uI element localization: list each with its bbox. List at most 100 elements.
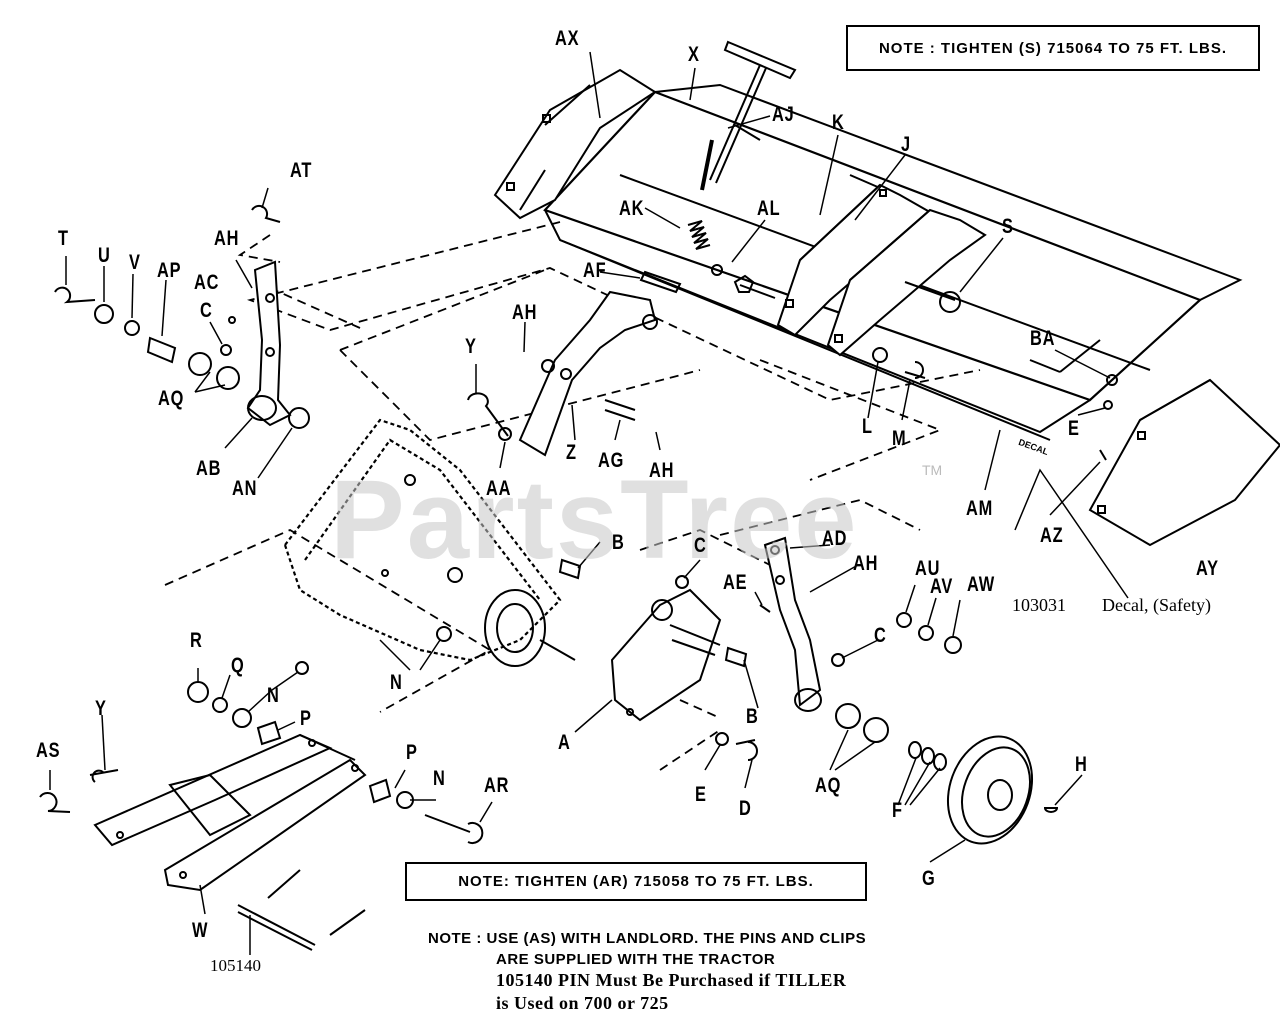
lever-z [518, 290, 658, 457]
label-n-right: N [433, 767, 446, 790]
spacer-p-left [256, 720, 282, 746]
label-v: V [129, 251, 141, 274]
label-ak: AK [619, 197, 645, 220]
label-ap: AP [157, 259, 182, 282]
watermark-trademark: TM [922, 462, 943, 478]
label-av: AV [930, 575, 954, 598]
note-line-1: NOTE : USE (AS) WITH LANDLORD. THE PINS … [428, 930, 867, 947]
decal-part-number: 103031 [1012, 595, 1066, 615]
washer-e-upper [1103, 400, 1113, 410]
label-ab: AB [196, 457, 222, 480]
label-ah-right: AH [853, 552, 879, 575]
bolt-ba [1106, 374, 1118, 386]
bolt-d [735, 739, 758, 761]
washer-l [872, 347, 888, 363]
label-c-right: C [874, 624, 887, 647]
note-line-2: ARE SUPPLIED WITH THE TRACTOR [496, 951, 776, 968]
label-r: R [190, 629, 203, 652]
washer-n-top [295, 661, 309, 675]
spacer-ap [146, 336, 177, 364]
label-c-left: C [200, 299, 213, 322]
label-z: Z [566, 441, 577, 464]
label-f: F [892, 799, 903, 822]
label-au: AU [915, 557, 941, 580]
label-e-upper: E [1068, 417, 1080, 440]
label-g: G [922, 867, 936, 890]
washer-au [896, 612, 912, 628]
label-w: W [192, 919, 209, 942]
arm-ab [246, 260, 292, 427]
note-bottom-box: NOTE: TIGHTEN (AR) 715058 TO 75 FT. LBS. [405, 862, 867, 901]
label-u: U [98, 244, 111, 267]
arm-ad [763, 536, 822, 712]
label-af: AF [583, 259, 607, 282]
washer-v [124, 320, 140, 336]
label-t: T [58, 227, 69, 250]
label-ah-lower: AH [649, 459, 675, 482]
bolt-at [251, 204, 281, 223]
bolt-t [54, 286, 96, 304]
note-line-4: is Used on 700 or 725 [496, 993, 669, 1013]
clips [267, 869, 366, 936]
note-line-3: 105140 PIN Must Be Purchased if TILLER [496, 970, 847, 990]
clip-y-upper [467, 392, 509, 437]
label-k: K [832, 111, 845, 134]
pin-af [639, 270, 682, 294]
label-p-right: P [406, 741, 418, 764]
spacer-b-lower [724, 646, 748, 668]
label-q: Q [231, 654, 245, 677]
label-ba: BA [1030, 327, 1056, 350]
label-ad: AD [822, 527, 848, 550]
pulley-g [946, 735, 1034, 845]
label-b-lower: B [746, 705, 759, 728]
spacer-b-upper [558, 558, 582, 580]
label-as: AS [36, 739, 61, 762]
label-aj: AJ [772, 103, 795, 126]
washer-n-left [232, 708, 252, 728]
shield-end-plate-ay [1088, 378, 1280, 547]
label-y-lower: Y [95, 697, 107, 720]
bolt-s [904, 281, 961, 314]
washer-n-center [436, 626, 452, 642]
bushing-aq-4 [863, 717, 889, 743]
watermark-text: PartsTree [330, 457, 859, 582]
shield-end-plate-ax [493, 68, 657, 220]
note-top-right: NOTE : TIGHTEN (S) 715064 TO 75 FT. LBS. [846, 25, 1260, 71]
bushing-aq-2 [216, 366, 240, 390]
label-p-left: P [300, 707, 312, 730]
label-j: J [901, 133, 911, 156]
label-x: X [688, 43, 700, 66]
label-al: AL [757, 197, 781, 220]
label-h: H [1075, 753, 1088, 776]
label-ay: AY [1196, 557, 1219, 580]
screw-az [1099, 449, 1107, 461]
spring-ak [687, 220, 711, 250]
tiller-shield [543, 83, 1243, 441]
bolt-al [733, 274, 776, 299]
washer-e-lower [715, 732, 729, 746]
nut-u [94, 304, 114, 324]
chain-case [283, 418, 562, 662]
label-c-mid: C [694, 534, 707, 557]
label-ax: AX [555, 27, 580, 50]
label-n-left: N [267, 684, 280, 707]
bolt-as [39, 792, 71, 813]
label-s: S [1002, 215, 1014, 238]
clip-y-lower [89, 769, 119, 783]
decal-description: Decal, (Safety) [1102, 595, 1211, 615]
label-m: M [892, 427, 907, 450]
label-az: AZ [1040, 524, 1064, 547]
label-n-center: N [390, 671, 403, 694]
label-aq-right: AQ [815, 774, 842, 797]
spacer-p-right [368, 778, 392, 804]
nut-ac [228, 316, 236, 324]
label-at: AT [290, 159, 313, 182]
chain-case-hub [381, 474, 576, 667]
bushing-aq-3 [835, 703, 861, 729]
hitch-frame-w [93, 733, 367, 892]
washer-av [918, 625, 934, 641]
key-h [1043, 807, 1059, 813]
washer-q [212, 697, 228, 713]
bolt-ar [424, 814, 484, 844]
